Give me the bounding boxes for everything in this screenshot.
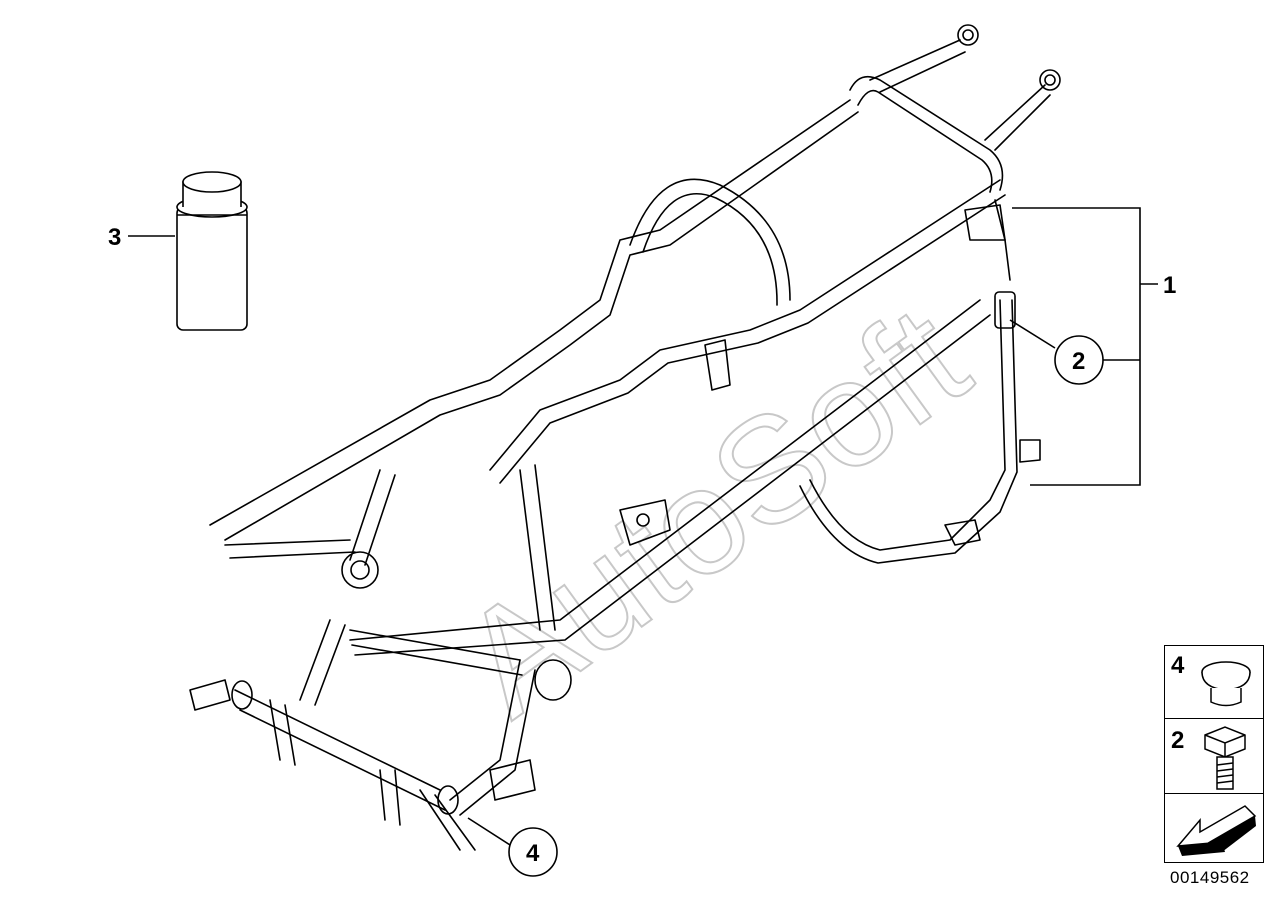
legend-item-hex-bolt: 2 xyxy=(1165,719,1263,794)
legend-box: 4 2 xyxy=(1164,645,1264,863)
callout-leaders xyxy=(128,207,1158,846)
document-number: 00149562 xyxy=(1170,868,1250,887)
hex-bolt-icon xyxy=(1204,726,1246,790)
cap-nut-icon xyxy=(1201,661,1251,707)
arrow-icon xyxy=(1176,805,1257,856)
callout-circle-2 xyxy=(1054,335,1104,385)
callout-circle-4 xyxy=(508,827,558,877)
main-frame-drawing xyxy=(189,24,1061,851)
callout-label-2: 2 xyxy=(1072,348,1085,375)
spray-can-icon xyxy=(176,171,248,331)
legend-item-arrow xyxy=(1165,794,1263,864)
legend-number: 4 xyxy=(1171,652,1185,679)
legend-item-cap-nut: 4 xyxy=(1165,646,1263,719)
callout-label-4: 4 xyxy=(526,840,540,867)
legend-number: 2 xyxy=(1171,727,1185,754)
callout-label-1: 1 xyxy=(1163,272,1176,299)
callout-label-3: 3 xyxy=(108,224,121,251)
